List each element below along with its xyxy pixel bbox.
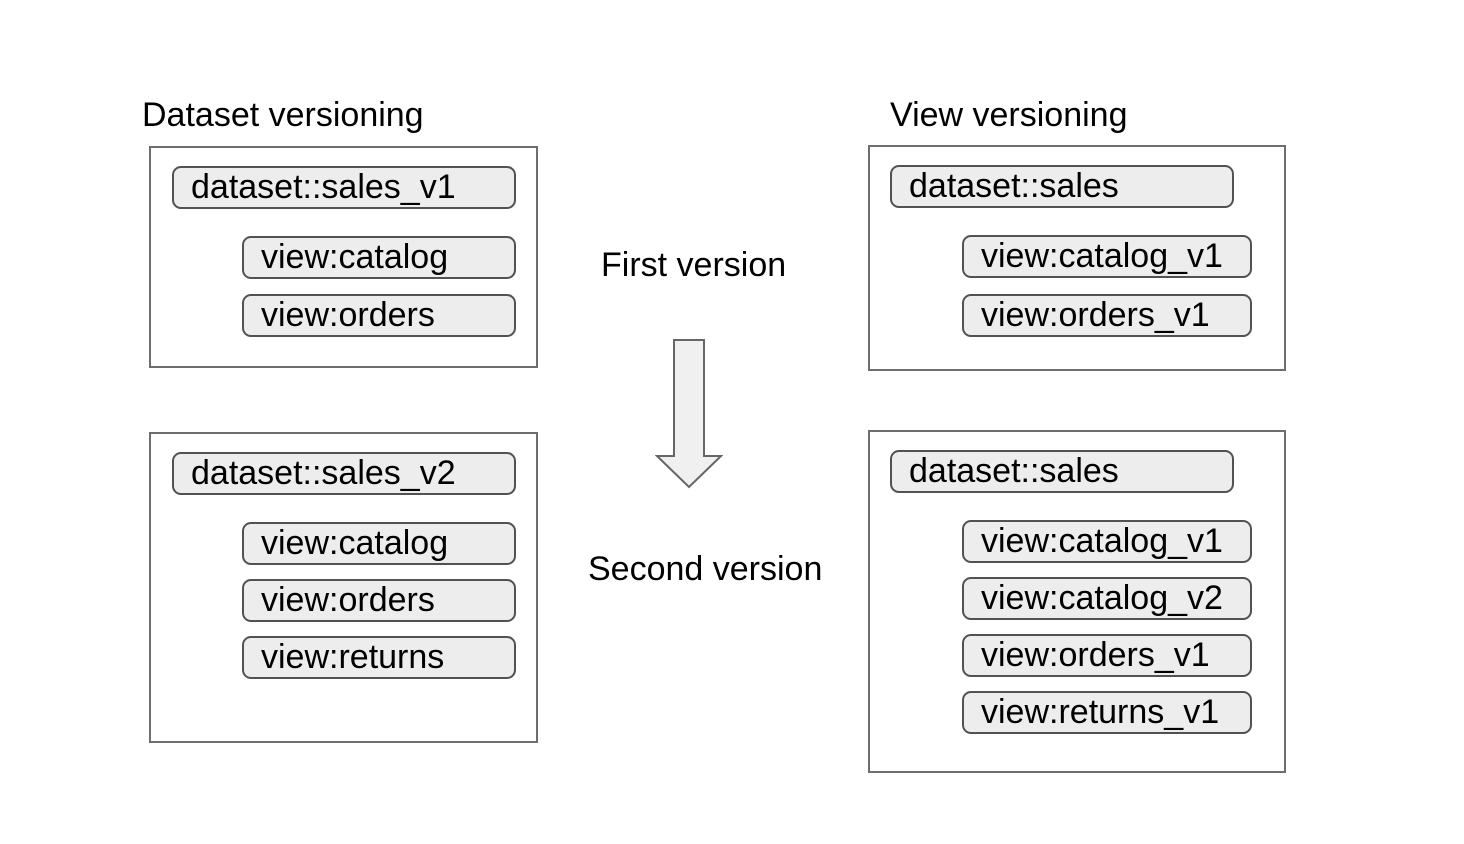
second-version-label: Second version: [588, 550, 823, 588]
dataset-versioning-second-box: dataset::sales_v2 view:catalog view:orde…: [149, 432, 538, 743]
view-chip: view:returns: [242, 636, 516, 679]
dataset-chip: dataset::sales: [890, 450, 1234, 493]
view-versioning-title: View versioning: [890, 96, 1128, 134]
view-chip: view:catalog: [242, 236, 516, 279]
view-chip: view:returns_v1: [962, 691, 1252, 734]
view-chip: view:catalog_v1: [962, 520, 1252, 563]
view-chip: view:orders_v1: [962, 634, 1252, 677]
view-chip: view:catalog: [242, 522, 516, 565]
view-chip: view:orders: [242, 579, 516, 622]
view-chip: view:catalog_v1: [962, 235, 1252, 278]
dataset-versioning-first-box: dataset::sales_v1 view:catalog view:orde…: [149, 146, 538, 368]
dataset-chip: dataset::sales: [890, 165, 1234, 208]
view-chip: view:orders_v1: [962, 294, 1252, 337]
first-version-label: First version: [601, 246, 787, 284]
view-versioning-second-box: dataset::sales view:catalog_v1 view:cata…: [868, 430, 1286, 773]
down-arrow-icon: [654, 338, 724, 490]
view-chip: view:orders: [242, 294, 516, 337]
dataset-versioning-title: Dataset versioning: [142, 96, 424, 134]
dataset-chip: dataset::sales_v2: [172, 452, 516, 495]
view-chip: view:catalog_v2: [962, 577, 1252, 620]
view-versioning-first-box: dataset::sales view:catalog_v1 view:orde…: [868, 145, 1286, 371]
dataset-chip: dataset::sales_v1: [172, 166, 516, 209]
